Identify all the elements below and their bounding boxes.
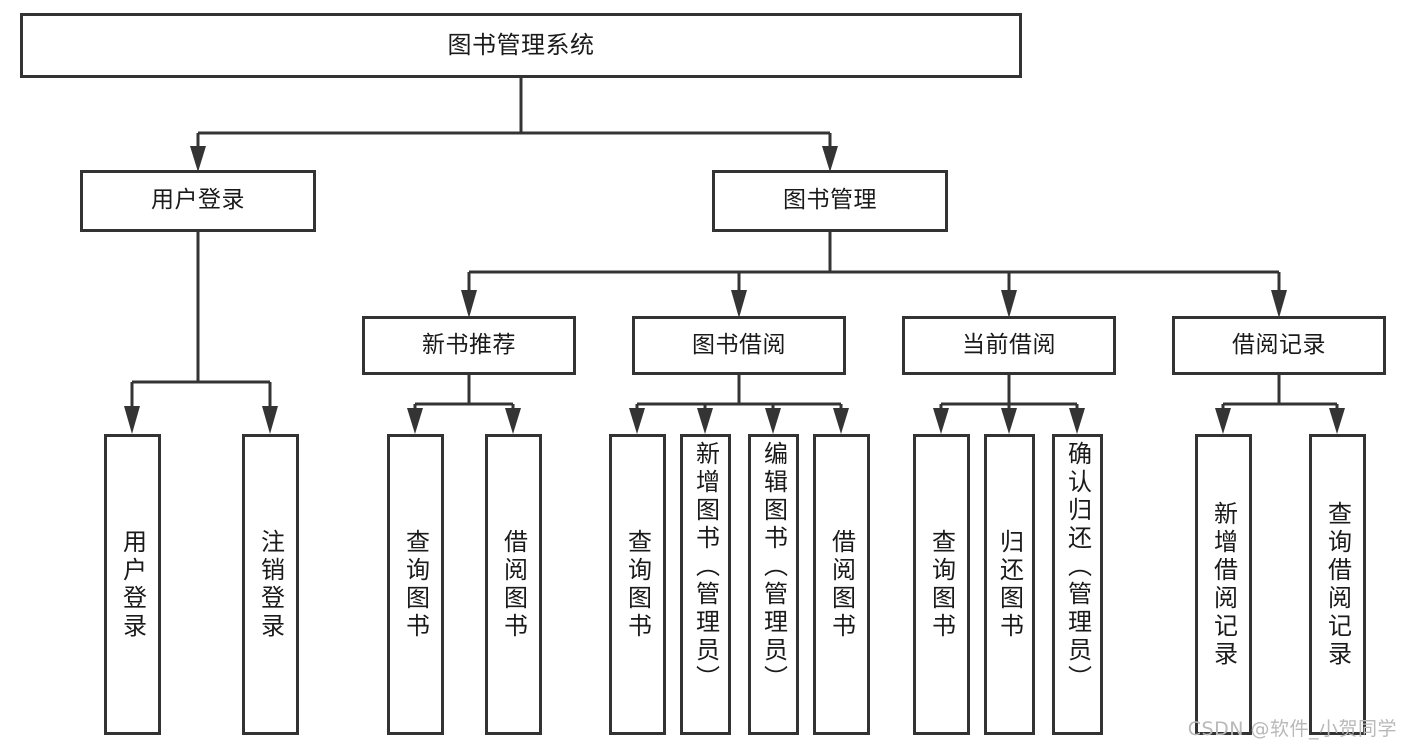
arrow-book-manage <box>822 146 838 172</box>
arrow-bb-l3 <box>765 408 781 434</box>
node-leaf-edit-book-label: 编辑图书（管理员） <box>759 441 788 693</box>
arrow-bb-l1 <box>629 408 645 434</box>
node-current-borrow[interactable]: 当前借阅 <box>902 316 1116 375</box>
node-book-borrow[interactable]: 图书借阅 <box>632 316 846 375</box>
arrow-l3-3 <box>1001 290 1017 318</box>
arrow-nbr-l2 <box>505 408 521 434</box>
node-book-manage-label: 图书管理 <box>783 187 877 214</box>
node-user-login-label: 用户登录 <box>151 187 245 214</box>
node-user-login[interactable]: 用户登录 <box>80 170 316 232</box>
arrow-br-l1 <box>1215 408 1231 434</box>
arrow-cb-l1 <box>933 408 949 434</box>
node-leaf-query-book-3-label: 查询图书 <box>927 528 956 641</box>
node-leaf-add-book-label: 新增图书（管理员） <box>691 441 720 693</box>
node-leaf-borrow-book-1[interactable]: 借阅图书 <box>485 434 542 735</box>
arrow-cb-l3 <box>1069 408 1085 434</box>
node-leaf-user-login[interactable]: 用户登录 <box>104 434 161 735</box>
node-root-system-label: 图书管理系统 <box>447 31 595 60</box>
node-leaf-query-book-3[interactable]: 查询图书 <box>913 434 970 735</box>
arrow-bb-l2 <box>697 408 713 434</box>
node-borrow-record[interactable]: 借阅记录 <box>1172 316 1386 375</box>
node-root-system[interactable]: 图书管理系统 <box>20 13 1022 78</box>
node-book-manage[interactable]: 图书管理 <box>712 170 948 232</box>
node-leaf-confirm-return[interactable]: 确认归还（管理员） <box>1052 434 1103 735</box>
node-leaf-query-book-1[interactable]: 查询图书 <box>387 434 444 735</box>
node-current-borrow-label: 当前借阅 <box>962 331 1056 358</box>
node-new-book-recommend-label: 新书推荐 <box>422 331 516 358</box>
arrow-l3-2 <box>731 290 747 318</box>
arrow-user-login <box>190 146 206 172</box>
node-leaf-confirm-return-label: 确认归还（管理员） <box>1063 441 1092 693</box>
node-borrow-record-label: 借阅记录 <box>1232 331 1326 358</box>
arrow-ul-leaf1 <box>124 406 140 434</box>
node-leaf-query-book-2-label: 查询图书 <box>623 528 652 641</box>
node-leaf-edit-book[interactable]: 编辑图书（管理员） <box>748 434 799 735</box>
node-leaf-query-book-2[interactable]: 查询图书 <box>609 434 666 735</box>
node-leaf-borrow-book-2[interactable]: 借阅图书 <box>813 434 870 735</box>
node-leaf-logout-login[interactable]: 注销登录 <box>242 434 299 735</box>
arrow-ul-leaf2 <box>262 406 278 434</box>
node-leaf-borrow-book-1-label: 借阅图书 <box>499 528 528 641</box>
node-leaf-borrow-book-2-label: 借阅图书 <box>827 528 856 641</box>
node-leaf-query-record-label: 查询借阅记录 <box>1323 500 1352 669</box>
arrow-l3-4 <box>1271 290 1287 318</box>
node-leaf-query-book-1-label: 查询图书 <box>401 528 430 641</box>
node-leaf-add-record[interactable]: 新增借阅记录 <box>1195 434 1252 735</box>
node-leaf-add-book[interactable]: 新增图书（管理员） <box>680 434 731 735</box>
arrow-bb-l4 <box>833 408 849 434</box>
node-leaf-add-record-label: 新增借阅记录 <box>1209 500 1238 669</box>
node-new-book-recommend[interactable]: 新书推荐 <box>362 316 576 375</box>
node-leaf-return-book[interactable]: 归还图书 <box>984 434 1035 735</box>
arrow-cb-l2 <box>1001 408 1017 434</box>
arrow-nbr-l1 <box>407 408 423 434</box>
node-leaf-query-record[interactable]: 查询借阅记录 <box>1309 434 1366 735</box>
node-leaf-logout-login-label: 注销登录 <box>256 528 285 641</box>
node-book-borrow-label: 图书借阅 <box>692 331 786 358</box>
arrow-l3-1 <box>461 290 477 318</box>
node-leaf-return-book-label: 归还图书 <box>995 528 1024 641</box>
arrow-br-l2 <box>1329 408 1345 434</box>
node-leaf-user-login-label: 用户登录 <box>118 528 147 641</box>
